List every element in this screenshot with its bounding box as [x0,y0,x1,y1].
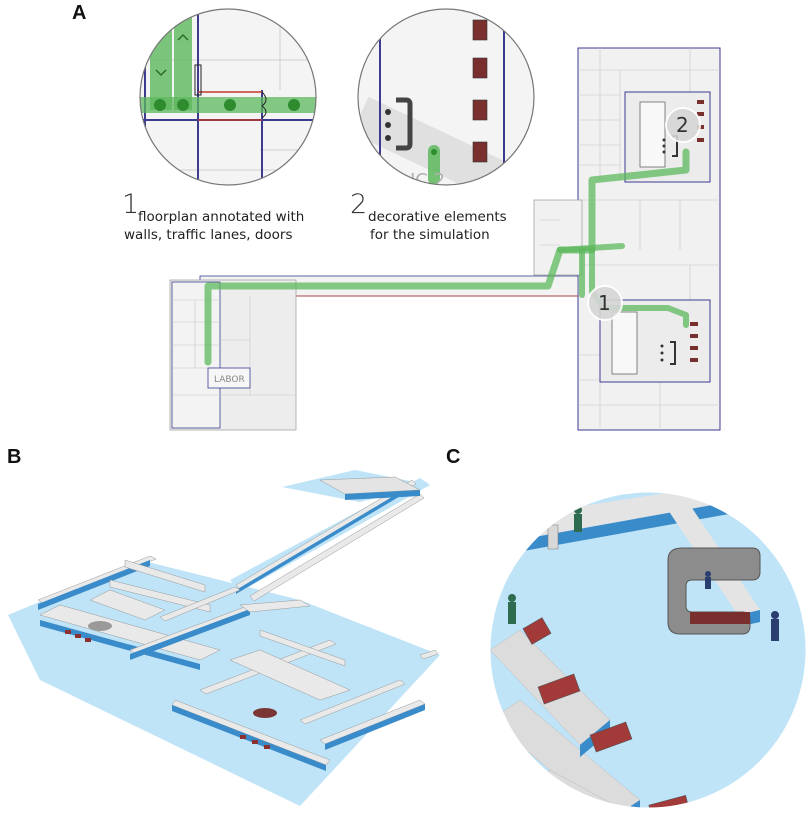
caption-2-line-1: decorative elements [368,209,507,225]
right-wing [577,47,721,431]
caption-1: 1 floorplan annotated with walls, traffi… [122,191,305,244]
main-block-walls [37,555,439,771]
caption-1-line-2: walls, traffic lanes, doors [124,227,293,243]
panel-c-label: C [446,446,461,468]
marker-1: 1 [587,285,623,321]
panel-b-label: B [7,446,22,468]
marker-2: 2 [665,107,701,143]
bed-objects [65,630,270,749]
top-block [319,476,421,500]
nurse-station-2 [253,708,277,718]
marker-2-number: 2 [676,113,689,137]
caption-1-line-1: floorplan annotated with [138,209,305,225]
nurse-station-1 [88,621,112,631]
traffic-lane [204,148,690,366]
labor-room-label: LABOR [214,375,245,385]
marker-1-number: 1 [598,291,611,315]
caption-2: 2 decorative elements for the simulation [350,191,507,244]
corridor-walls [235,479,425,602]
zoom-circle-walls-lanes [139,8,317,186]
panel-a-floorplan: LABOR 1 2 [139,8,721,431]
caption-1-number: 1 [122,189,140,220]
caption-2-number: 2 [350,189,368,220]
panel-a-label: A [72,2,87,24]
caption-2-line-2: for the simulation [370,227,490,243]
left-wing: LABOR [169,279,297,431]
